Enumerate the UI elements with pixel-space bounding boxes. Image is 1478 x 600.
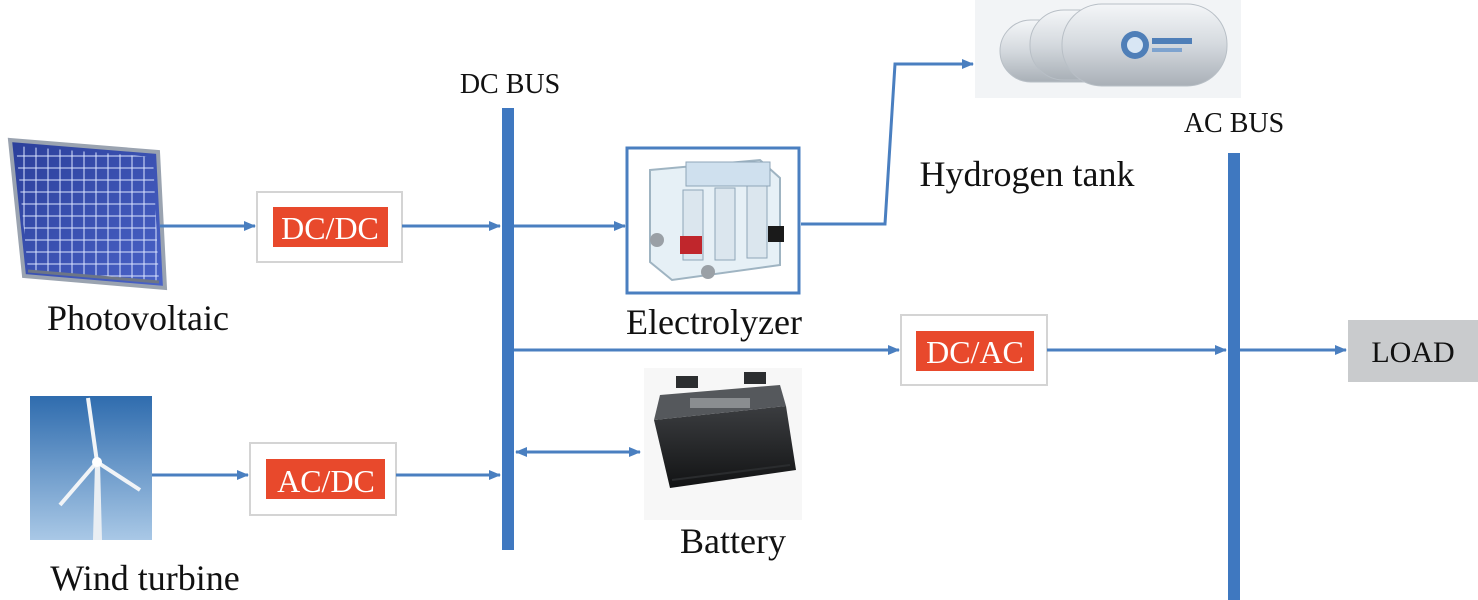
hydrogen-tank-label: Hydrogen tank [920,154,1135,194]
battery-label: Battery [680,521,786,561]
solar-panel-icon [7,137,168,291]
dc-dc-converter-label: DC/DC [281,210,379,246]
dc-bus [502,108,514,550]
electrolyzer-icon [625,146,801,295]
electrolyzer-label: Electrolyzer [626,302,802,342]
load-box: LOAD [1348,320,1478,382]
dc-ac-inverter: DC/AC [900,314,1048,386]
ac-bus [1228,153,1240,600]
battery-icon [644,368,802,520]
ac-dc-converter-label: AC/DC [277,463,375,499]
ac-bus-label: AC BUS [1184,108,1284,139]
arrow-electrolyzer-to-tank [801,59,974,226]
load-label: LOAD [1371,336,1454,369]
photovoltaic-label: Photovoltaic [47,298,229,338]
dc-ac-inverter-label: DC/AC [926,334,1024,370]
ac-dc-converter: AC/DC [249,442,397,516]
dc-bus-label: DC BUS [460,69,560,100]
dc-dc-converter: DC/DC [256,191,403,263]
hydrogen-tank-icon [975,0,1241,98]
wind-turbine-label: Wind turbine [50,558,240,598]
wind-turbine-icon [30,396,152,540]
